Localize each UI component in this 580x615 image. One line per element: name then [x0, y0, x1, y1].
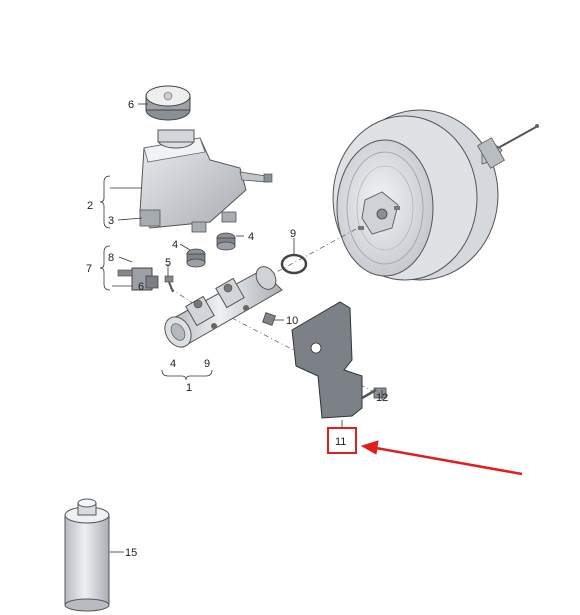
- callout-2: 2: [87, 200, 93, 212]
- o-ring: [280, 253, 308, 275]
- callout-7: 7: [86, 263, 92, 275]
- booster-pushrod: [477, 124, 539, 169]
- callout-6b: 6: [138, 281, 144, 293]
- bolt-5: [164, 275, 174, 293]
- callout-1: 1: [186, 382, 192, 394]
- callout-8: 8: [108, 252, 114, 264]
- bolt-12: [361, 387, 387, 400]
- brake-master-cylinder: [164, 266, 283, 348]
- highlight-arrow-head: [360, 440, 379, 455]
- callout-15: 15: [125, 547, 137, 559]
- callout-3: 3: [108, 215, 114, 227]
- leader-lines: [99, 103, 383, 553]
- bracket-part-11: [291, 301, 363, 419]
- reservoir-cap: [145, 85, 191, 121]
- callout-4b: 4: [248, 231, 254, 243]
- brake-fluid-reservoir: [139, 129, 273, 233]
- brake-pressure-sensor: [117, 267, 159, 291]
- callout-6: 6: [128, 99, 134, 111]
- callout-11: 11: [335, 436, 346, 448]
- callout-9b: 9: [204, 358, 210, 370]
- highlight-box: [327, 427, 357, 454]
- callout-9a: 9: [290, 228, 296, 240]
- grommet-right: [216, 232, 236, 251]
- callout-12: 12: [376, 392, 388, 404]
- nut-10: [262, 312, 276, 326]
- callout-labels: 6 2 3 4 4 9 8 5 7 6 10 4 9 1 12 15: [86, 99, 388, 559]
- grommet-left: [186, 248, 206, 268]
- callout-5: 5: [165, 257, 171, 269]
- highlight-part-11: 11: [327, 427, 523, 476]
- highlight-arrow-shaft: [375, 446, 523, 476]
- callout-4a: 4: [172, 239, 178, 251]
- callout-4c: 4: [170, 358, 176, 370]
- brake-booster: [332, 109, 499, 281]
- brake-fluid-bottle: [64, 498, 110, 612]
- callout-10: 10: [286, 315, 298, 327]
